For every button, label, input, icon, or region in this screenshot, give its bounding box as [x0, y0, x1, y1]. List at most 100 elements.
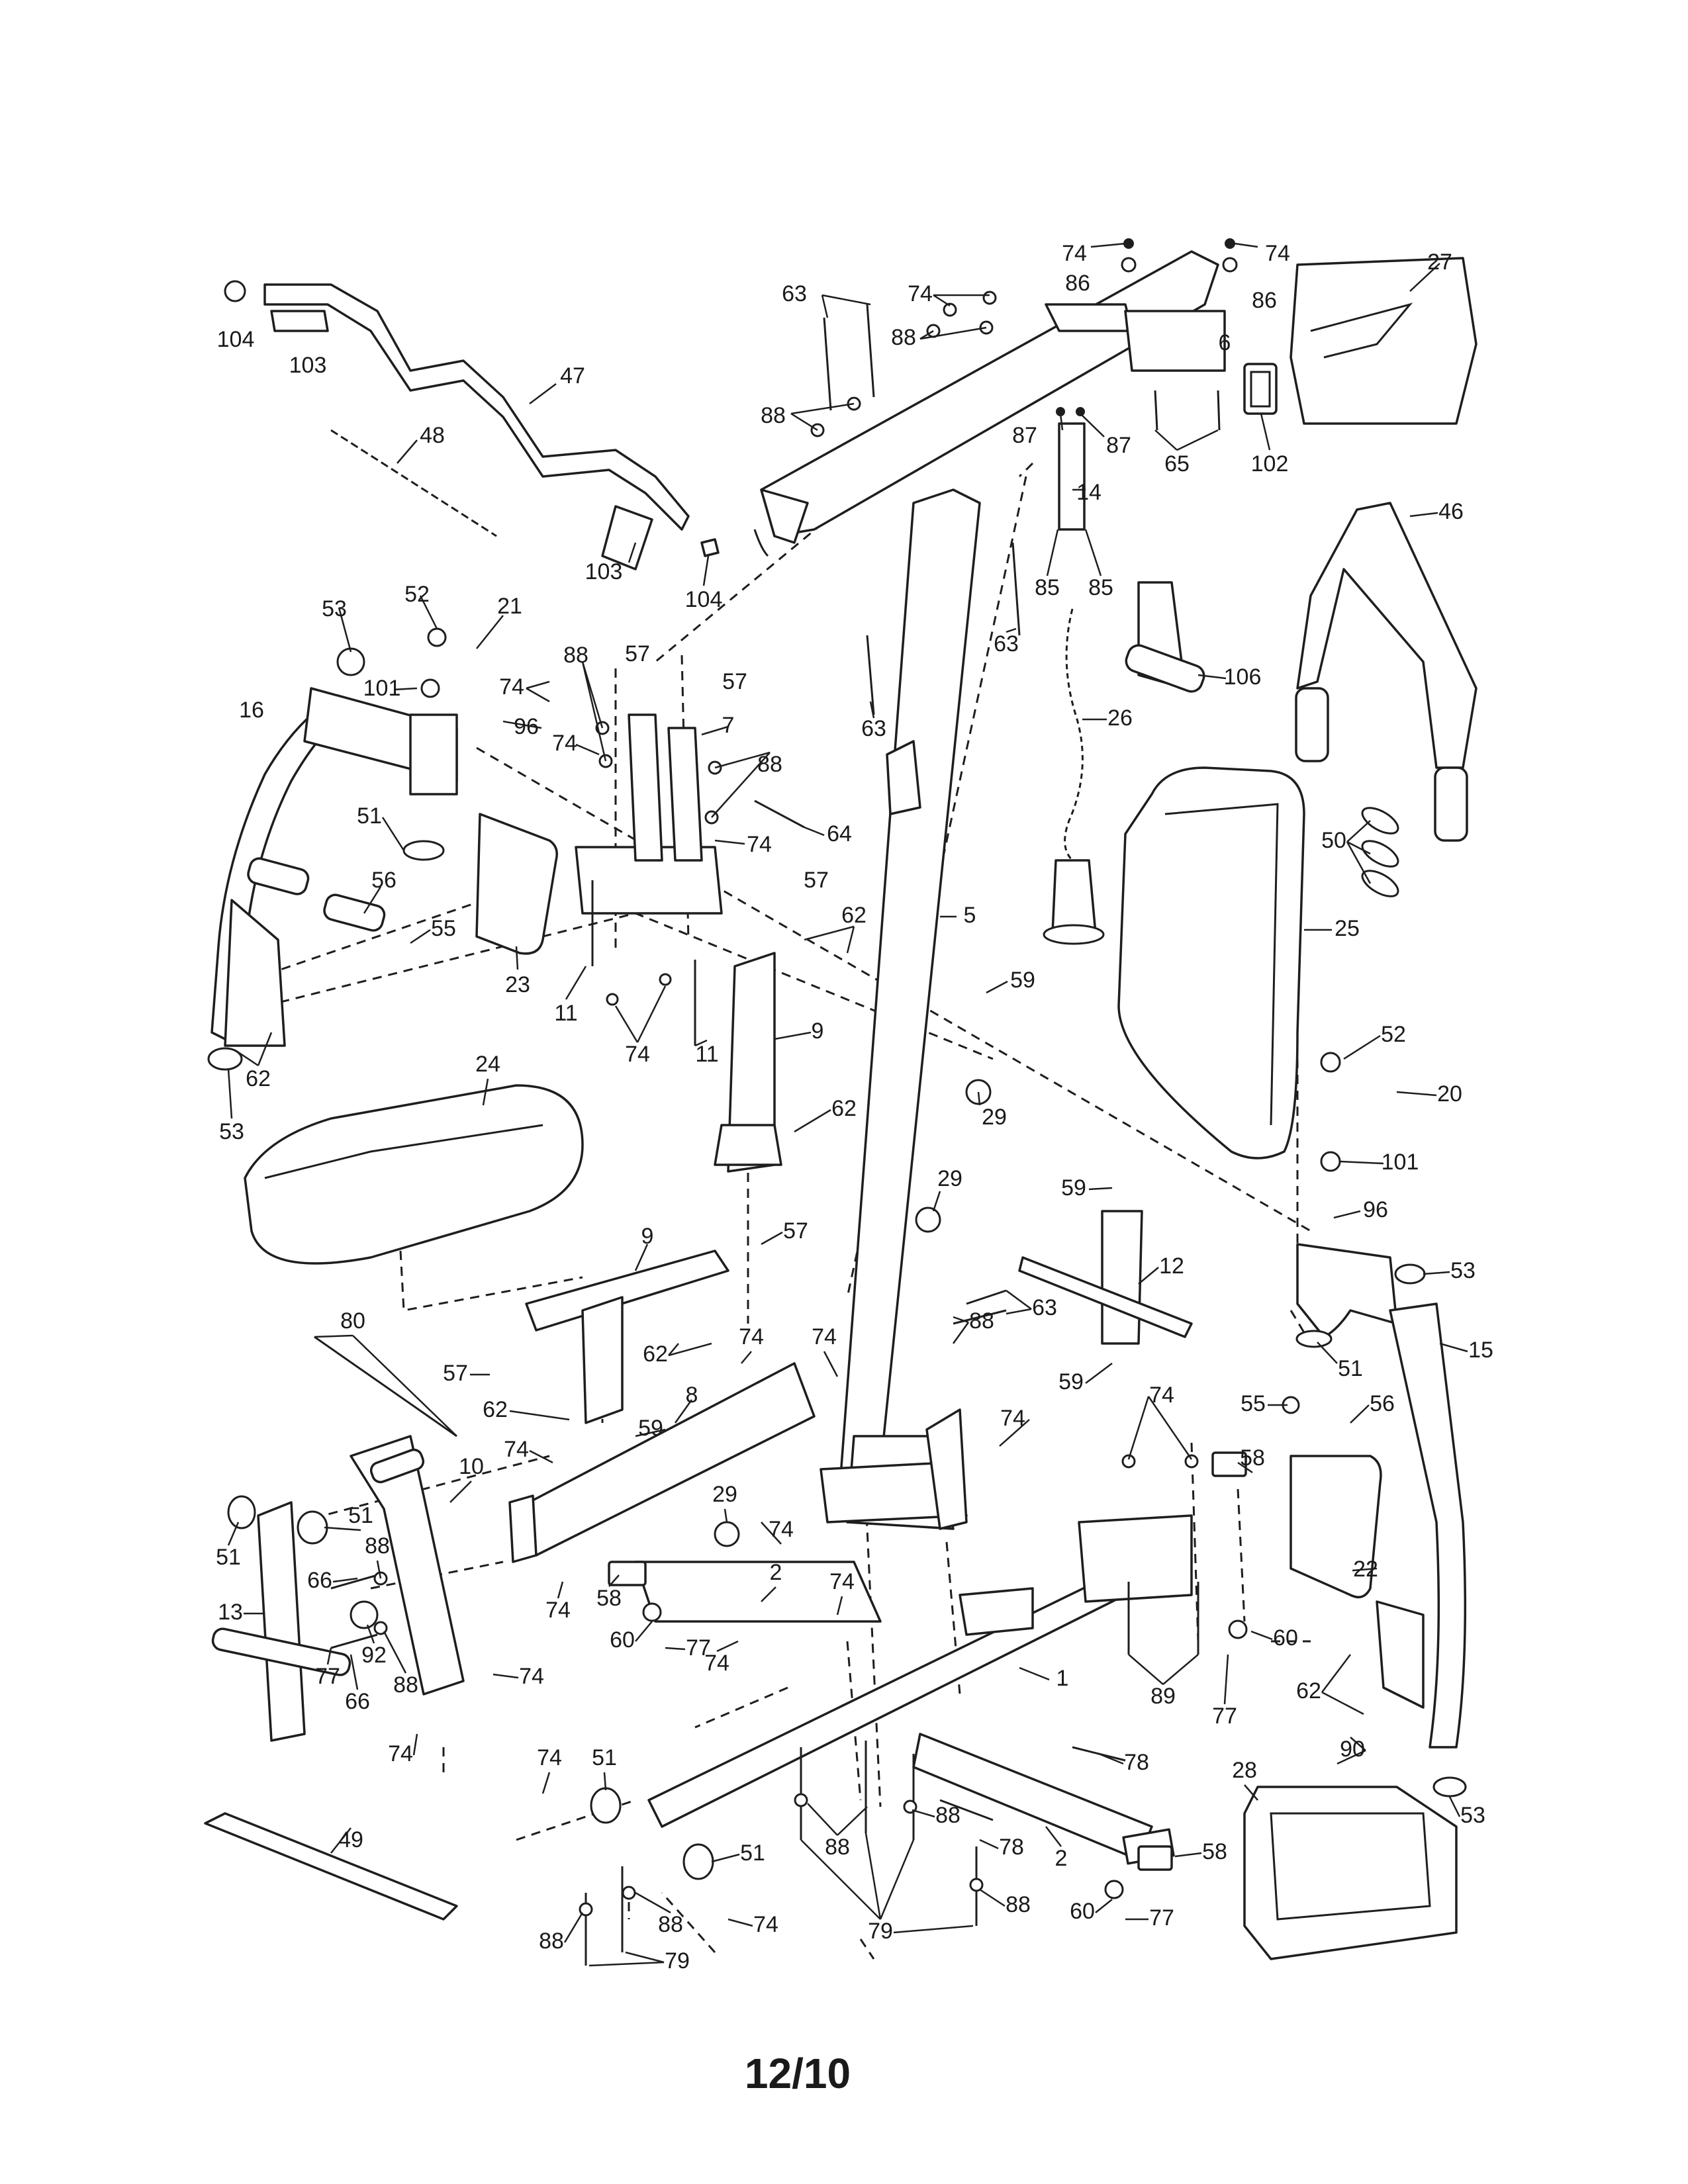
part-callout-11: 11 [554, 1001, 577, 1026]
part-callout-88: 88 [757, 752, 782, 777]
part-callout-88: 88 [365, 1533, 390, 1559]
part-callout-87: 87 [1012, 423, 1037, 448]
part-callout-46: 46 [1438, 499, 1464, 524]
pad-part-22 [1289, 1455, 1382, 1599]
part-callout-55: 55 [431, 916, 456, 941]
clip-part-50 [1361, 807, 1399, 897]
part-callout-57: 57 [443, 1361, 468, 1386]
part-callout-51: 51 [592, 1745, 617, 1770]
part-callout-2: 2 [1055, 1846, 1068, 1871]
part-callout-52: 52 [1381, 1022, 1406, 1047]
end-cap-part-53 [207, 647, 1467, 1797]
lat-bar-part-47 [263, 283, 690, 531]
chain-part-48 [330, 429, 497, 537]
part-callout-88: 88 [393, 1672, 418, 1698]
part-callout-88: 88 [969, 1308, 994, 1334]
part-12 [1018, 1210, 1193, 1345]
part-callout-29: 29 [712, 1482, 737, 1507]
part-callout-88: 88 [825, 1835, 850, 1860]
part-callout-88: 88 [935, 1803, 961, 1828]
part-callout-51: 51 [348, 1503, 373, 1528]
part-callout-92: 92 [361, 1643, 387, 1668]
part-callout-74: 74 [829, 1569, 855, 1594]
part-callout-53: 53 [1460, 1803, 1485, 1828]
part-callout-47: 47 [560, 363, 585, 388]
part-callout-51: 51 [740, 1841, 765, 1866]
part-callout-57: 57 [625, 641, 650, 666]
end-cap-part-58 [608, 1451, 1247, 1871]
part-callout-103: 103 [585, 559, 623, 584]
part-callout-62: 62 [483, 1397, 508, 1422]
tray-part-28 [1243, 1786, 1458, 1960]
part-callout-74: 74 [1265, 241, 1290, 266]
part-callout-104: 104 [217, 327, 255, 352]
part-callout-28: 28 [1232, 1758, 1257, 1783]
seat-part-24 [244, 1084, 584, 1265]
part-callout-96: 96 [1363, 1197, 1388, 1222]
frame-part-10 [350, 1435, 465, 1696]
part-callout-10: 10 [459, 1454, 484, 1479]
part-callout-25: 25 [1335, 916, 1360, 941]
part-callout-26: 26 [1107, 705, 1133, 731]
part-callout-2: 2 [770, 1560, 782, 1585]
part-callout-90: 90 [1340, 1737, 1365, 1762]
part-callout-63: 63 [1032, 1295, 1057, 1320]
frame-part-13 [211, 1495, 352, 1742]
part-callout-101: 101 [1382, 1150, 1419, 1175]
cover-part-27 [1289, 257, 1477, 425]
part-callout-74: 74 [769, 1517, 794, 1542]
part-callout-77: 77 [315, 1664, 340, 1689]
part-callout-88: 88 [563, 643, 588, 668]
part-callout-23: 23 [505, 972, 530, 997]
part-callout-1: 1 [1056, 1666, 1069, 1691]
part-callout-58: 58 [1202, 1839, 1227, 1864]
bracket-part-7 [575, 713, 723, 915]
part-callout-74: 74 [504, 1437, 529, 1462]
bracket-part-9-lower [525, 1250, 729, 1424]
part-callout-56: 56 [1370, 1391, 1395, 1416]
bolt-parts [314, 304, 1221, 1966]
cable-part-26 [1043, 422, 1105, 945]
part-callout-74: 74 [625, 1042, 650, 1067]
part-callout-11: 11 [695, 1042, 718, 1067]
part-callout-88: 88 [761, 403, 786, 428]
part-callout-102: 102 [1251, 451, 1289, 477]
part-callout-50: 50 [1321, 828, 1346, 853]
part-callout-66: 66 [307, 1568, 332, 1593]
part-callout-62: 62 [643, 1342, 668, 1367]
part-callout-89: 89 [1150, 1684, 1176, 1709]
part-callout-64: 64 [827, 821, 852, 846]
part-callout-59: 59 [638, 1416, 663, 1441]
part-callout-49: 49 [338, 1827, 363, 1852]
part-callout-53: 53 [219, 1119, 244, 1144]
part-callout-8: 8 [686, 1383, 698, 1408]
part-callout-56: 56 [371, 868, 397, 893]
arm-part-15 [1296, 1243, 1467, 1749]
part-callout-62: 62 [1296, 1678, 1321, 1704]
part-callout-79: 79 [665, 1948, 690, 1974]
part-callout-59: 59 [1058, 1369, 1084, 1394]
part-callout-60: 60 [1273, 1625, 1298, 1651]
part-callout-63: 63 [861, 716, 886, 741]
part-callout-86: 86 [1252, 288, 1277, 313]
part-callout-62: 62 [246, 1066, 271, 1091]
part-callout-77: 77 [686, 1635, 711, 1661]
part-callout-74: 74 [552, 731, 577, 756]
part-102 [1243, 363, 1278, 415]
part-callout-62: 62 [841, 903, 867, 928]
part-callout-88: 88 [1006, 1892, 1031, 1917]
part-callout-101: 101 [363, 676, 401, 701]
part-callout-85: 85 [1088, 575, 1113, 600]
part-callout-79: 79 [868, 1919, 893, 1944]
part-callout-85: 85 [1035, 575, 1060, 600]
grip-part-103 [270, 310, 653, 570]
part-callout-74: 74 [1149, 1383, 1174, 1408]
callout-leader-lines [227, 242, 1468, 1967]
part-callout-74: 74 [1062, 241, 1087, 266]
part-callout-62: 62 [831, 1096, 857, 1121]
part-callout-58: 58 [596, 1586, 622, 1611]
part-callout-78: 78 [999, 1835, 1024, 1860]
part-callout-15: 15 [1468, 1338, 1493, 1363]
part-callout-29: 29 [937, 1166, 962, 1191]
